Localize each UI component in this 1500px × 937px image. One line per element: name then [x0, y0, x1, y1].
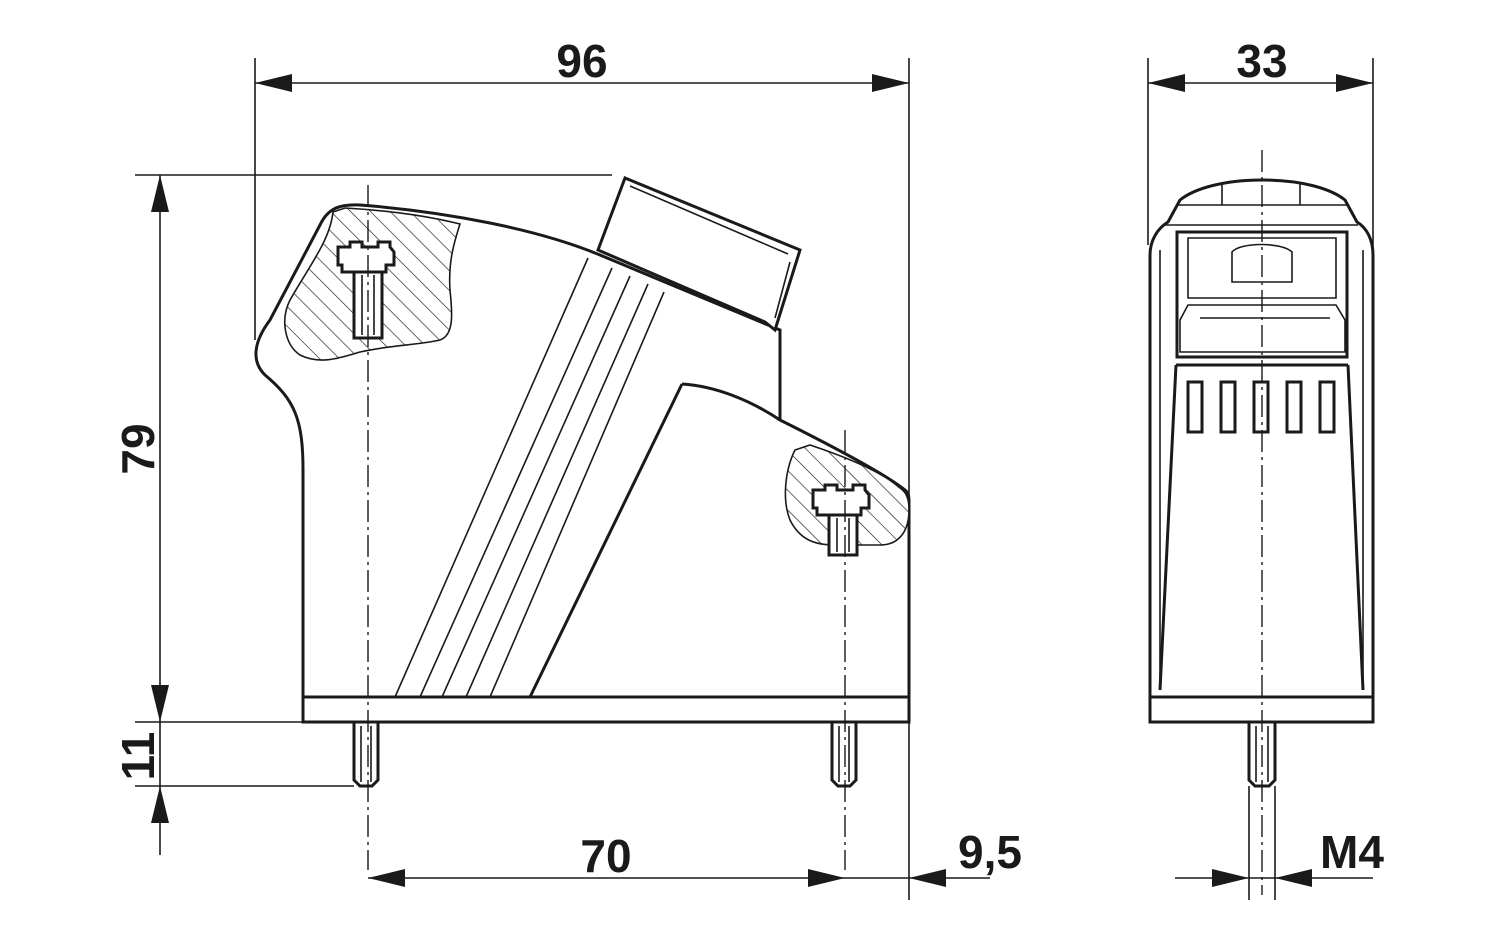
front-dimensions: 96 79 11 70 9,5	[112, 35, 1022, 900]
cable-gland-inner	[629, 185, 791, 319]
pins	[352, 720, 858, 788]
front-view	[254, 176, 911, 870]
dim-overall-width: 96	[556, 35, 607, 87]
dim-pin-spacing: 70	[580, 830, 631, 882]
dim-side-width: 33	[1236, 35, 1287, 87]
contact-slots	[1186, 380, 1336, 434]
housing-ridge	[681, 382, 781, 422]
side-view	[1148, 150, 1375, 895]
side-dimensions: 33 M4	[1147, 35, 1384, 900]
cable-gland	[596, 176, 802, 333]
dim-overall-height: 79	[112, 423, 164, 474]
dim-thread: M4	[1320, 826, 1384, 878]
base-plate	[301, 695, 911, 724]
dim-pin-offset: 9,5	[958, 826, 1022, 878]
housing-grooves	[394, 257, 684, 698]
right-screw	[811, 483, 871, 557]
dim-pin-length: 11	[112, 732, 164, 781]
